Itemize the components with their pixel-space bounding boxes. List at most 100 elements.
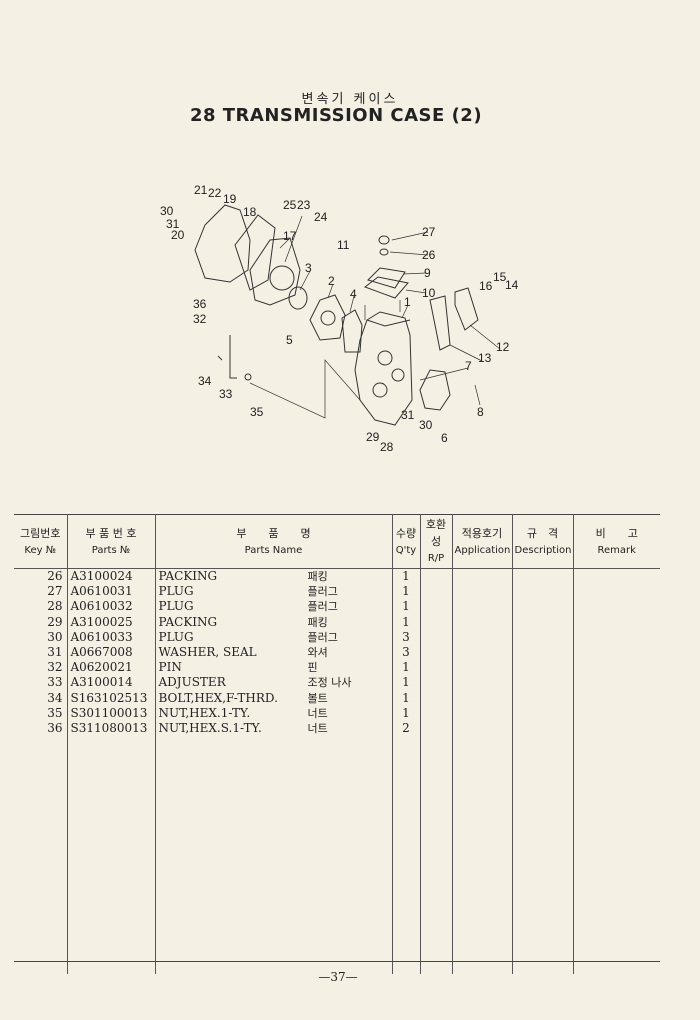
part-name: BOLT,HEX,F-THRD. — [158, 690, 278, 705]
key-no: 36 — [14, 721, 68, 737]
key-no: 27 — [14, 584, 68, 600]
part-name: PLUG — [158, 584, 194, 599]
quantity: 1 — [392, 614, 421, 630]
callout-label: 30 — [160, 204, 174, 218]
part-name-korean: 플러그 — [307, 630, 338, 644]
part-name: ADJUSTER — [158, 675, 226, 690]
table-empty-space — [14, 736, 660, 975]
callout-label: 31 — [401, 408, 415, 422]
application-cell — [452, 584, 513, 600]
callout-label: 12 — [496, 340, 510, 354]
part-number: S163102513 — [67, 690, 156, 706]
application-cell — [452, 629, 513, 646]
part-name: PLUG — [158, 599, 194, 614]
quantity: 1 — [392, 705, 421, 722]
callout-label: 18 — [243, 205, 257, 219]
exploded-parts-diagram — [194, 204, 501, 426]
part-number: A0610033 — [67, 629, 156, 646]
quantity: 1 — [392, 675, 421, 691]
rp-cell — [420, 568, 453, 585]
remark-cell — [573, 599, 660, 614]
callout-label: 34 — [198, 374, 212, 388]
description-cell — [512, 660, 574, 676]
callout-label: 23 — [297, 198, 311, 212]
application-cell — [452, 568, 513, 585]
description-cell — [512, 629, 574, 646]
key-no: 31 — [14, 645, 68, 661]
part-name-cell: PACKING 패킹 — [155, 614, 393, 630]
description-cell — [512, 645, 574, 661]
callout-label: 26 — [422, 248, 436, 262]
callout-label: 5 — [286, 333, 293, 347]
table-bottom-rule — [14, 961, 660, 962]
callout-label: 30 — [419, 418, 433, 432]
description-cell — [512, 705, 574, 722]
key-no: 32 — [14, 660, 68, 676]
rp-cell — [420, 690, 453, 706]
callout-label: 33 — [219, 387, 233, 401]
part-name: PACKING — [158, 614, 218, 629]
quantity: 1 — [392, 660, 421, 676]
description-cell — [512, 614, 574, 630]
cover-part-6 — [419, 369, 451, 411]
remark-cell — [573, 584, 660, 599]
part-name-korean: 패킹 — [307, 570, 328, 583]
callout-label: 3 — [305, 261, 312, 275]
quantity: 1 — [392, 690, 421, 706]
callout-label: 4 — [350, 287, 357, 301]
callout-label: 1 — [404, 295, 411, 309]
application-cell — [452, 599, 513, 615]
part-name-korean: 패킹 — [307, 615, 328, 629]
callout-label: 22 — [208, 186, 222, 200]
plug-part-27 — [378, 235, 390, 245]
part-name-cell: ADJUSTER 조정 나사 — [155, 675, 393, 691]
callout-label: 29 — [366, 430, 380, 444]
diagram-callouts: 21 22 19 30 31 20 18 25 23 24 17 27 11 2… — [160, 183, 519, 454]
part-number: A0610031 — [67, 584, 156, 600]
callout-label: 19 — [223, 192, 237, 206]
quantity: 2 — [392, 721, 421, 737]
o-ring-part-3 — [288, 286, 308, 310]
callout-label: 8 — [477, 405, 484, 419]
remark-cell — [573, 645, 660, 660]
remark-cell — [573, 691, 660, 706]
callout-label: 36 — [193, 297, 207, 311]
remark-cell — [573, 569, 660, 585]
part-name: PLUG — [158, 629, 194, 644]
page-title: 28 TRANSMISSION CASE (2) — [189, 105, 483, 126]
part-number: A3100014 — [67, 675, 156, 691]
rp-cell — [420, 660, 453, 676]
application-cell — [452, 690, 513, 706]
callout-label: 15 — [493, 270, 507, 284]
rp-cell — [420, 629, 453, 646]
description-cell — [512, 675, 574, 691]
part-name-korean: 조정 나사 — [307, 676, 352, 690]
rp-cell — [420, 721, 453, 737]
adjuster-part-33 — [229, 335, 237, 379]
quantity: 1 — [392, 599, 421, 615]
description-cell — [512, 568, 574, 585]
application-cell — [452, 705, 513, 722]
part-name-korean: 핀 — [307, 661, 318, 675]
callout-label: 21 — [194, 183, 208, 197]
rp-cell — [420, 645, 453, 661]
part-name: WASHER, SEAL — [158, 645, 257, 660]
description-cell — [512, 584, 574, 600]
rp-cell — [420, 614, 453, 630]
rp-cell — [420, 584, 453, 600]
part-number: S311080013 — [67, 721, 156, 737]
